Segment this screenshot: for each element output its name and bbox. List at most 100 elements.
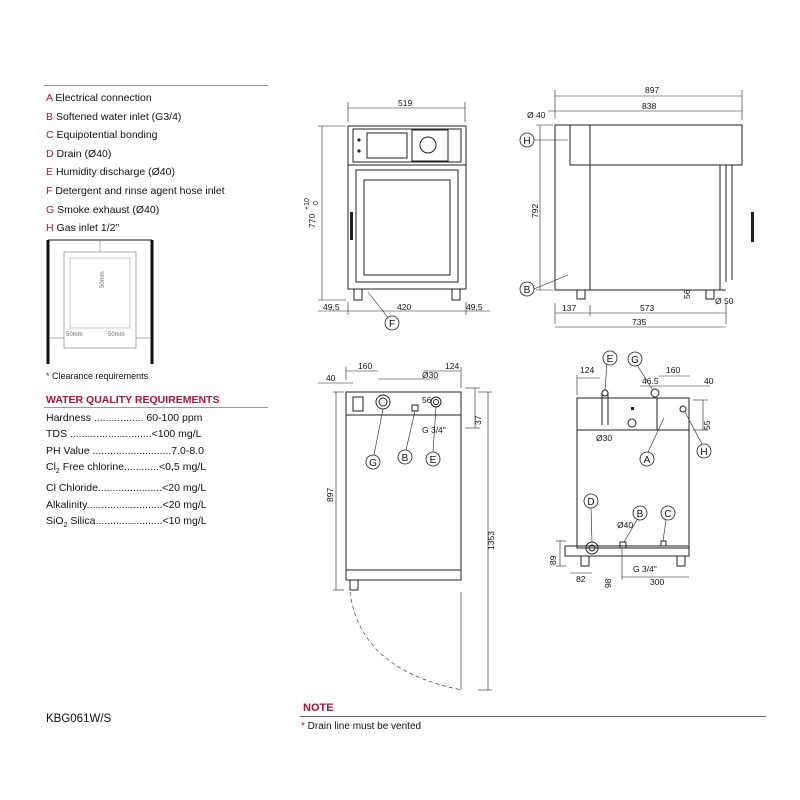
svg-text:B: B (637, 509, 644, 520)
svg-text:D: D (587, 497, 594, 508)
front-dim-left: 49,5 (323, 302, 340, 312)
side-dim-total: 735 (632, 317, 646, 327)
top-dim-30: Ø30 (422, 370, 438, 380)
svg-text:H: H (523, 136, 530, 147)
side-top-box (569, 124, 743, 166)
top-dim-160: 160 (358, 361, 372, 371)
bubble-h (519, 132, 535, 148)
control-display (366, 132, 408, 159)
oven-door (355, 169, 459, 283)
top-dim-40: 40 (326, 373, 336, 383)
bubble-b-back (632, 505, 648, 521)
back-dim-89: 89 (548, 555, 558, 565)
clearance-oven-inner (69, 257, 131, 329)
water-quality-table: Hardness ................. 60-100 ppm TD… (46, 410, 207, 534)
legend-item-c: C Equipotential bonding (46, 129, 158, 142)
model-number: KBG061W/S (46, 713, 112, 725)
clearance-diagram: 50mm 50mm 50mm (46, 239, 154, 364)
wq-row-tds: TDS ............................<100 mg/… (46, 428, 202, 441)
wq-row-free-chlorine: Cl2 Free chlorine............<0,5 mg/L (46, 460, 207, 475)
wq-row-alkalinity: Alkalinity..........................<20 … (46, 498, 207, 511)
control-knob (419, 136, 437, 154)
back-top-section (576, 397, 690, 431)
water-quality-title: WATER QUALITY REQUIREMENTS (46, 394, 220, 406)
svg-text:C: C (664, 509, 671, 520)
note-rule (300, 716, 766, 717)
front-dim-mid: 420 (397, 302, 411, 312)
wq-row-ph: PH Value ...........................7.0-… (46, 444, 204, 457)
back-dim-30: Ø30 (596, 433, 612, 443)
side-dim-depth: 838 (642, 101, 656, 111)
side-dim-base: 137 (562, 303, 576, 313)
top-dim-37: 37 (473, 415, 483, 425)
front-dim-height: 770 (307, 214, 317, 228)
clearance-dim-back: 50mm (100, 271, 106, 288)
side-dim-height: 792 (530, 204, 540, 218)
svg-text:B: B (402, 453, 409, 464)
back-dim-82: 82 (576, 574, 586, 584)
front-dim-tol-minus: 0 (313, 201, 320, 205)
back-dim-98: 98 (603, 578, 613, 588)
svg-text:H: H (700, 447, 707, 458)
svg-text:E: E (607, 354, 614, 365)
legend-item-e: E Humidity discharge (Ø40) (46, 166, 175, 179)
svg-text:E: E (430, 455, 437, 466)
connection-legend: A Electrical connection B Softened water… (46, 89, 225, 238)
port-d-back (585, 541, 599, 555)
bubble-f (384, 315, 400, 331)
port-e-top (430, 396, 442, 408)
note-text: * Drain line must be vented (301, 721, 422, 732)
legend-item-g: G Smoke exhaust (Ø40) (46, 203, 160, 216)
svg-text:G: G (631, 355, 639, 366)
clearance-caption: * Clearance requirements (46, 371, 149, 381)
back-dim-46: 46.5 (642, 376, 659, 386)
water-quality-rule (44, 407, 268, 408)
side-dim-overall: 897 (645, 85, 659, 95)
port-a-back (627, 418, 637, 428)
wq-row-hardness: Hardness ................. 60-100 ppm (46, 412, 203, 424)
side-dim-foot: 56 (682, 289, 692, 299)
back-dim-55: 55 (702, 420, 712, 430)
front-dim-width: 519 (398, 98, 412, 108)
legend-item-b: B Softened water inlet (G3/4) (46, 110, 182, 123)
legend-top-rule (44, 85, 268, 86)
legend-item-a: A Electrical connection (46, 92, 152, 104)
bubble-d-back (583, 493, 599, 509)
bubble-b-side (519, 281, 535, 297)
back-body (576, 429, 690, 549)
port-g-top (375, 394, 391, 410)
back-dim-40: 40 (704, 376, 714, 386)
top-dim-g34: G 3/4" (422, 425, 446, 435)
bubble-e-back (602, 350, 618, 366)
front-dim-right: 49,5 (466, 302, 483, 312)
bubble-h-back (696, 443, 712, 459)
bubble-e-top (425, 451, 441, 467)
bubble-g-top (365, 454, 381, 470)
back-dim-g34: G 3/4" (633, 564, 657, 574)
bubble-a-back (639, 451, 655, 467)
back-base (564, 545, 690, 557)
top-body (345, 391, 462, 581)
back-dim-300: 300 (650, 577, 664, 587)
clearance-dim-left: 50mm (66, 332, 83, 338)
side-dim-pipe: Ø 40 (527, 110, 546, 120)
back-dim-40b: Ø40 (617, 520, 633, 530)
note-title: NOTE (303, 702, 334, 714)
front-dim-tol-plus: +10 (304, 198, 311, 210)
front-view: 519 770 +10 0 49,5 420 49,5 F (304, 98, 490, 331)
wq-row-silica: SiO2 Silica.......................<10 mg… (46, 514, 207, 529)
side-dim-foot-dia: Ø 50 (715, 296, 734, 306)
back-view: 124 160 46.5 40 Ø30 55 Ø40 89 82 9 (548, 350, 714, 588)
bubble-c-back (660, 505, 676, 521)
legend-item-d: D Drain (Ø40) (46, 147, 112, 160)
back-dim-124: 124 (580, 365, 594, 375)
back-dim-160: 160 (666, 365, 680, 375)
top-dim-56: 56 (422, 395, 432, 405)
svg-text:B: B (524, 285, 531, 296)
door-window (363, 179, 451, 276)
svg-text:A: A (644, 455, 651, 466)
front-body (347, 125, 467, 290)
door-swing-arc (349, 591, 463, 691)
top-view: 160 124 40 Ø30 56 G 3/4" 37 897 1353 (318, 361, 496, 691)
clearance-dim-right: 50mm (108, 332, 125, 338)
